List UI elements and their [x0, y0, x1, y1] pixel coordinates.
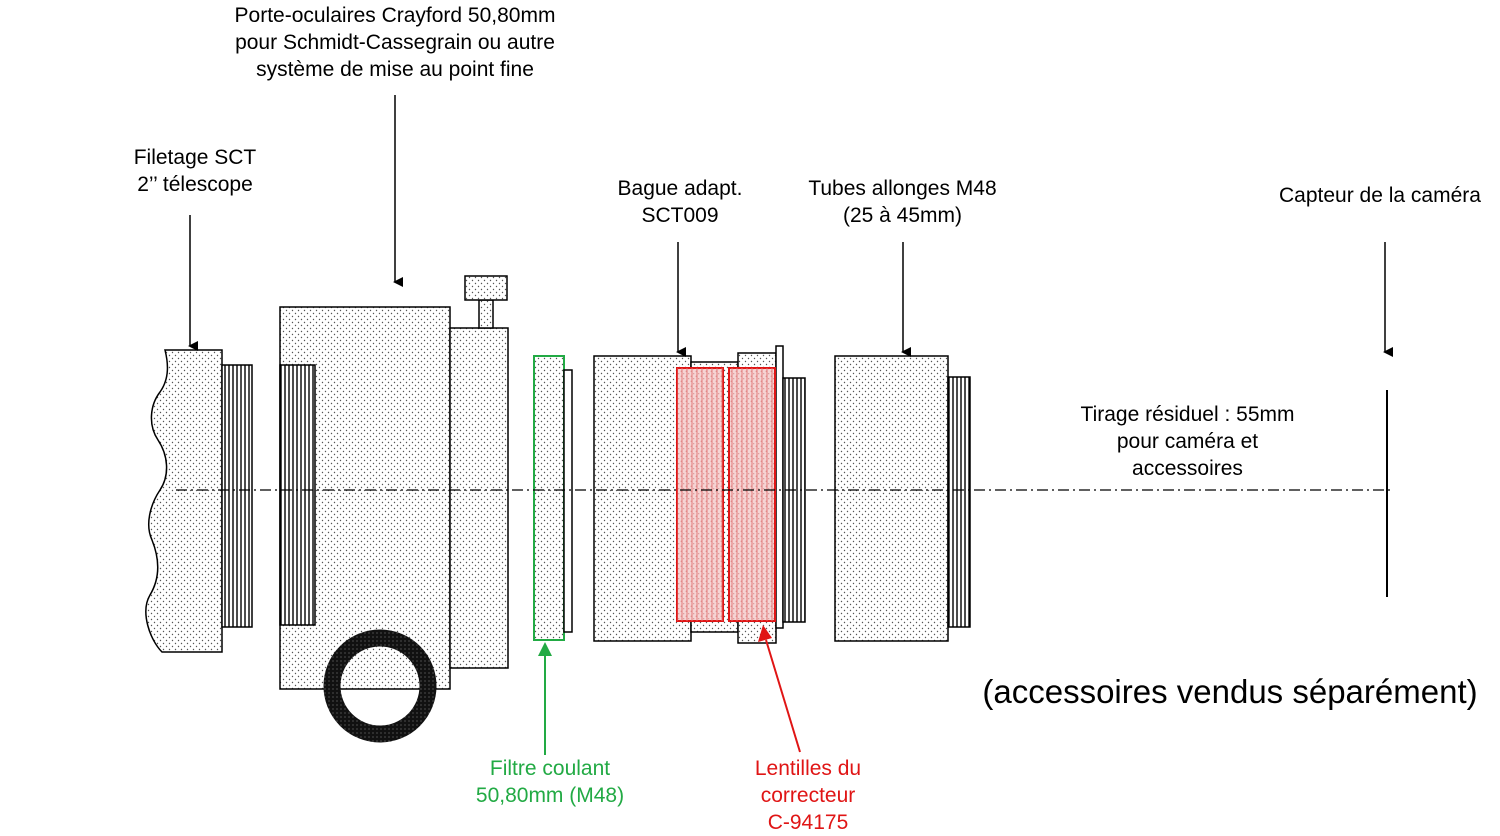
note-accessories-sold-separately: (accessoires vendus séparément) [982, 673, 1478, 710]
label-line: C-94175 [767, 811, 849, 834]
label-adapter-ring: Bague adapt. SCT009 [590, 175, 770, 229]
adapter-ring-body [593, 355, 692, 642]
label-line: correcteur [760, 784, 856, 807]
label-line: accessoires [1132, 457, 1243, 480]
arrow-corrector-head [758, 625, 772, 642]
corrector-lens-rear-lines [729, 368, 775, 621]
adapter-ring-thread [782, 377, 806, 623]
telescope-body [145, 349, 223, 653]
label-line: Lentilles du [754, 757, 862, 780]
crayford-lock-screw-stem [478, 299, 494, 329]
filter-thread [563, 369, 573, 633]
label-backfocus: Tirage résiduel : 55mm pour caméra et ac… [1050, 401, 1325, 482]
filter-housing [533, 355, 565, 641]
label-line: Filtre coulant [489, 757, 611, 780]
label-line: 50,80mm (M48) [475, 784, 625, 807]
label-line: Porte-oculaires Crayford 50,80mm [234, 4, 556, 27]
crayford-focus-knob [323, 629, 437, 743]
label-line: Capteur de la caméra [1279, 184, 1481, 207]
extension-tube-body [834, 355, 949, 642]
label-extension-tubes: Tubes allonges M48 (25 à 45mm) [780, 175, 1025, 229]
label-line: pour Schmidt-Cassegrain ou autre [235, 31, 555, 54]
label-line: Bague adapt. [617, 177, 743, 200]
label-crayford-focuser: Porte-oculaires Crayford 50,80mm pour Sc… [195, 2, 595, 83]
crayford-lock-screw-knob [464, 275, 508, 301]
label-line: Tubes allonges M48 [808, 177, 997, 200]
label-line: Filetage SCT [133, 146, 257, 169]
adapter-ring-flange [775, 345, 784, 629]
label-line: (25 à 45mm) [842, 204, 963, 227]
label-filter: Filtre coulant 50,80mm (M48) [445, 755, 655, 809]
label-line: pour caméra et [1116, 430, 1259, 453]
label-camera-sensor: Capteur de la caméra [1255, 182, 1500, 209]
label-corrector-lenses: Lentilles du correcteur C-94175 [718, 755, 898, 836]
crayford-inner-thread [279, 364, 316, 626]
arrow-corrector [765, 639, 801, 753]
label-sct-thread: Filetage SCT 2’’ télescope [105, 144, 285, 198]
label-line: système de mise au point fine [256, 58, 534, 81]
arrow-filter-head [538, 642, 552, 656]
corrector-lens-front-lines [677, 368, 723, 621]
label-line: SCT009 [641, 204, 719, 227]
extension-tube-thread [947, 376, 971, 628]
telescope-sct-thread [221, 364, 253, 628]
label-line: Tirage résiduel : 55mm [1080, 403, 1295, 426]
label-line: 2’’ télescope [137, 173, 253, 196]
crayford-drawtube [449, 327, 509, 669]
